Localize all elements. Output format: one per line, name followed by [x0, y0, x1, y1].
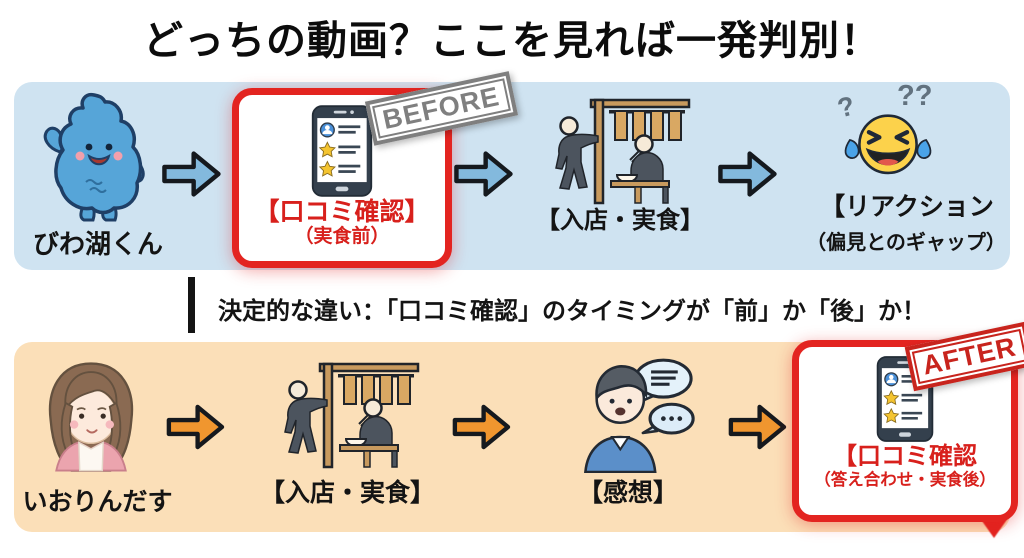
iorin-character-icon	[48, 362, 134, 472]
step-title: 【リアクション	[820, 193, 994, 221]
arrow-right-icon	[454, 151, 513, 197]
step-title: 【入店・実食】	[259, 479, 435, 507]
talking-person-icon	[584, 358, 695, 473]
step-subtitle: （実食前）	[294, 225, 390, 247]
review-phone-icon	[311, 105, 373, 197]
laughing-tears-emoji-icon	[844, 114, 932, 175]
biwako-mascot-icon	[43, 92, 145, 222]
step-title: 【感想】	[577, 479, 678, 507]
arrow-right-icon	[728, 404, 787, 450]
step-title: 【口コミ確認	[833, 443, 977, 470]
restaurant-entry-icon	[555, 98, 691, 205]
bottom-character-label: いおりんだす	[22, 488, 173, 516]
step-title: 【口コミ確認】	[254, 198, 430, 226]
step-subtitle: （答え合わせ・実食後）	[814, 470, 996, 489]
divider-bar	[188, 277, 195, 333]
step-subtitle: （偏見とのギャップ）	[806, 232, 1006, 254]
arrow-right-icon	[166, 404, 225, 450]
arrow-right-icon	[452, 404, 511, 450]
step-title: 【入店・実食】	[536, 207, 704, 234]
top-character-label: びわ湖くん	[32, 229, 163, 259]
arrow-right-icon	[718, 151, 777, 197]
page-title: どっちの動画？ここを見れば一発判別！	[143, 19, 881, 63]
arrow-right-icon	[162, 151, 221, 197]
question-marks: ??	[897, 80, 933, 112]
restaurant-entry-icon	[284, 362, 420, 469]
key-difference-text: 決定的な違い：「口コミ確認」のタイミングが「前」か「後」か！	[218, 298, 926, 325]
